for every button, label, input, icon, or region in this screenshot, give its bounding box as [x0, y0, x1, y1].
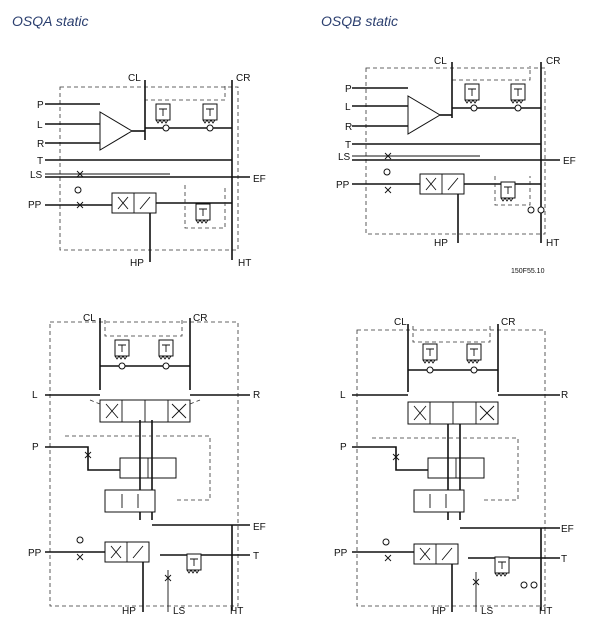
port-t-bottom-left: T — [253, 551, 259, 562]
port-r-bottom-left: R — [253, 390, 260, 401]
port-cr-osqa-top: CR — [236, 73, 250, 84]
port-ht-bottom-left: HT — [230, 606, 243, 617]
port-pp-osqa-top: PP — [28, 200, 42, 211]
port-l-bottom-right: L — [340, 390, 346, 401]
port-r-osqa-top: R — [37, 139, 44, 150]
schematic-bottom-left — [45, 318, 250, 612]
port-p-bottom-left: P — [32, 442, 39, 453]
port-t-osqb-top: T — [345, 140, 351, 151]
port-l-osqb-top: L — [345, 102, 351, 113]
port-hp-osqa-top: HP — [130, 258, 144, 269]
port-cl-osqa-top: CL — [128, 73, 141, 84]
schematic-osqa-top — [45, 80, 250, 262]
port-ef-osqb-top: EF — [563, 156, 576, 167]
port-l-osqa-top: L — [37, 120, 43, 131]
port-ef-osqa-top: EF — [253, 174, 266, 185]
port-cl-bottom-left: CL — [83, 313, 96, 324]
port-hp-osqb-top: HP — [434, 238, 448, 249]
title-osqa-static: OSQA static — [12, 13, 89, 29]
port-pp-bottom-right: PP — [334, 548, 348, 559]
port-ef-bottom-right: EF — [561, 524, 574, 535]
port-ht-osqb-top: HT — [546, 238, 559, 249]
port-hp-bottom-right: HP — [432, 606, 446, 617]
port-r-osqb-top: R — [345, 122, 352, 133]
port-ls-bottom-left: LS — [173, 606, 186, 617]
port-cr-bottom-right: CR — [501, 317, 515, 328]
port-r-bottom-right: R — [561, 390, 568, 401]
schematic-bottom-right — [352, 324, 560, 612]
port-t-bottom-right: T — [561, 554, 567, 565]
port-ht-bottom-right: HT — [539, 606, 552, 617]
port-l-bottom-left: L — [32, 390, 38, 401]
port-ht-osqa-top: HT — [238, 258, 251, 269]
port-cl-bottom-right: CL — [394, 317, 407, 328]
port-cr-osqb-top: CR — [546, 56, 560, 67]
port-p-bottom-right: P — [340, 442, 347, 453]
port-ls-bottom-right: LS — [481, 606, 494, 617]
port-p-osqb-top: P — [345, 84, 352, 95]
port-cr-bottom-left: CR — [193, 313, 207, 324]
title-osqb-static: OSQB static — [321, 13, 399, 29]
figure-code: 150F55.10 — [511, 268, 545, 275]
port-ls-osqb-top: LS — [338, 152, 351, 163]
port-p-osqa-top: P — [37, 100, 44, 111]
schematic-osqb-top — [352, 62, 560, 243]
port-hp-bottom-left: HP — [122, 606, 136, 617]
port-pp-bottom-left: PP — [28, 548, 42, 559]
port-ef-bottom-left: EF — [253, 522, 266, 533]
port-ls-osqa-top: LS — [30, 170, 43, 181]
port-t-osqa-top: T — [37, 156, 43, 167]
port-pp-osqb-top: PP — [336, 180, 350, 191]
port-cl-osqb-top: CL — [434, 56, 447, 67]
